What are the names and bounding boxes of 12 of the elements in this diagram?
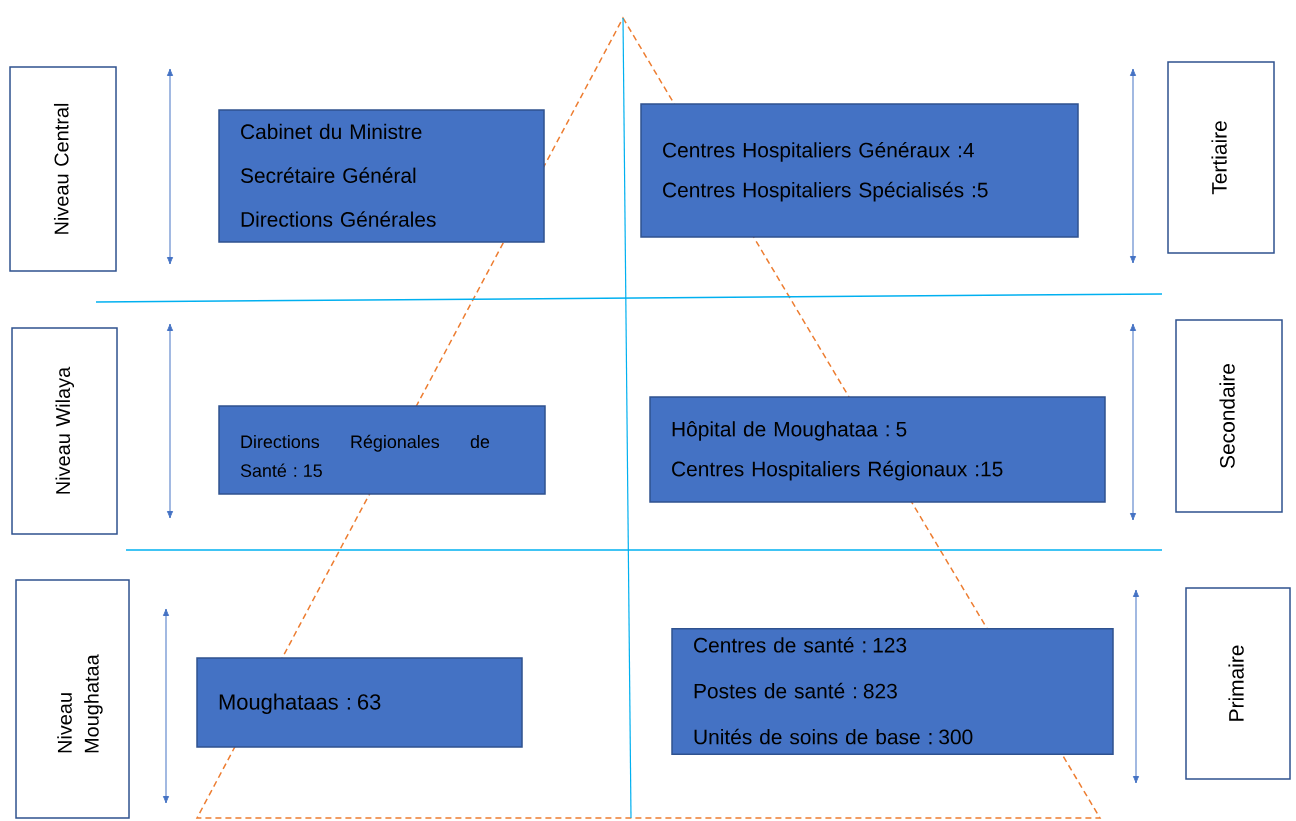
info-box: Directions Régionales de Santé : 15 xyxy=(218,405,546,495)
level-label-box: Niveau Moughataa xyxy=(15,579,130,819)
level-label-box: Primaire xyxy=(1185,587,1291,780)
info-box: Centres de santé : 123 Postes de santé : 823 Unités de soins de base : 300 xyxy=(671,627,1114,756)
level-label-box: Tertiaire xyxy=(1167,61,1275,254)
level-label-box: Secondaire xyxy=(1175,319,1283,513)
info-box: Cabinet du Ministre Secrétaire Général Directions Générales xyxy=(218,109,545,243)
info-box: Centres Hospitaliers Généraux :4 Centres Hospitaliers Spécialisés :5 xyxy=(640,103,1079,238)
level-label-box: Niveau Wilaya xyxy=(11,327,118,535)
info-box: Hôpital de Moughataa : 5 Centres Hospitaliers Régionaux :15 xyxy=(649,396,1106,503)
info-box: Moughataas : 63 xyxy=(196,657,523,748)
level-label-box: Niveau Central xyxy=(9,66,117,272)
